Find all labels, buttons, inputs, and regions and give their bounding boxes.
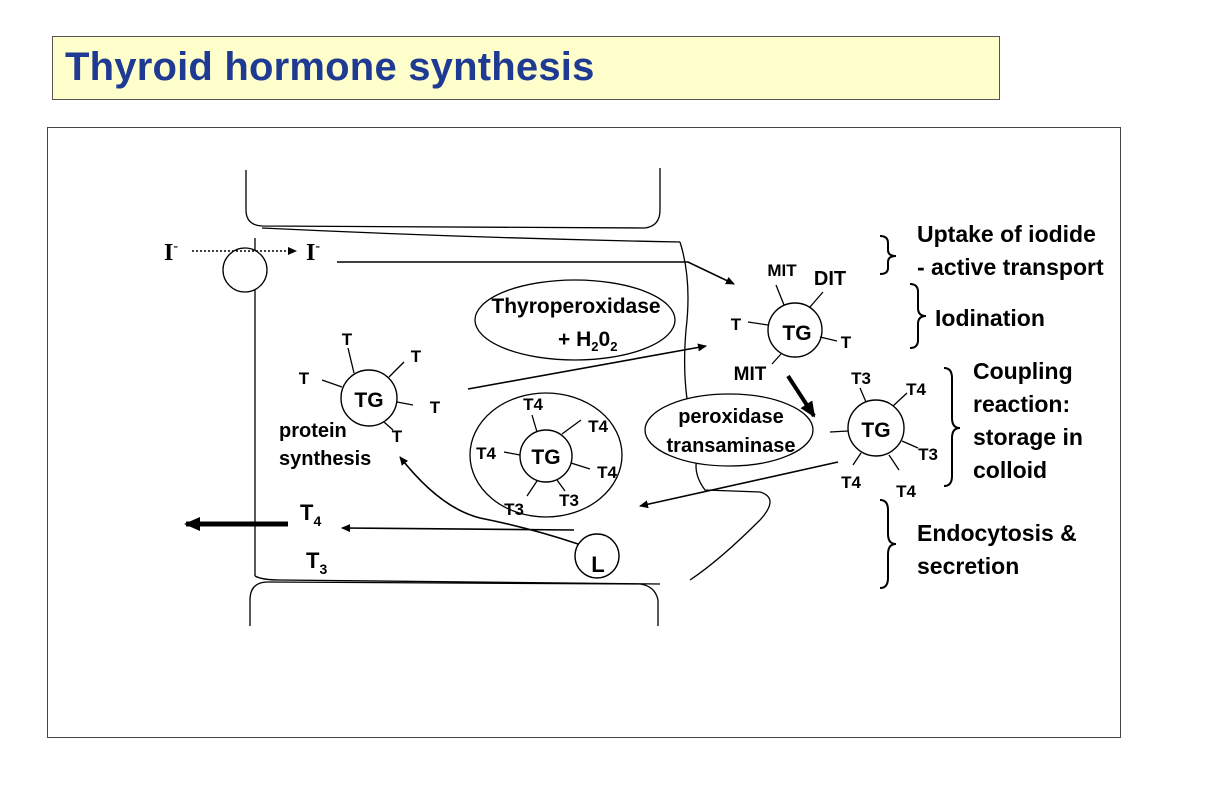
protein-synthesis-label-1: protein	[279, 420, 347, 442]
svg-text:MIT: MIT	[767, 261, 797, 280]
page-title: Thyroid hormone synthesis	[65, 45, 595, 89]
t4-secreted: T4	[300, 500, 321, 529]
endocytosis-step-label-1: Endocytosis &	[917, 520, 1077, 546]
iodination-step-label: Iodination	[935, 305, 1045, 331]
svg-text:T4: T4	[588, 417, 608, 436]
protein-synthesis-label-2: synthesis	[279, 448, 371, 470]
svg-text:T: T	[411, 347, 422, 366]
step-braces	[879, 235, 961, 589]
svg-text:T: T	[841, 333, 852, 352]
svg-text:T: T	[430, 398, 441, 417]
svg-text:DIT: DIT	[814, 268, 846, 290]
iodide-outside: I-	[164, 239, 178, 266]
uptake-step-label-1: Uptake of iodide	[917, 221, 1096, 247]
svg-text:T: T	[342, 330, 353, 349]
endocytosis-step-label-2: secretion	[917, 553, 1019, 579]
title-box: Thyroid hormone synthesis	[52, 36, 1000, 100]
svg-text:T: T	[392, 427, 403, 446]
transaminase-label: transaminase	[667, 435, 796, 457]
iodide-transporter	[222, 247, 268, 293]
svg-text:T4: T4	[896, 482, 916, 501]
svg-text:TG: TG	[861, 419, 890, 442]
svg-text:T4: T4	[906, 380, 926, 399]
endocytosis-arrow	[639, 461, 839, 509]
recycle-arrow	[399, 456, 579, 545]
lysosome	[574, 533, 620, 579]
iodide-inside: I-	[306, 239, 320, 266]
svg-text:T4: T4	[841, 473, 861, 492]
coupling-step-label-4: colloid	[973, 457, 1047, 483]
coupling-step-label-3: storage in	[973, 424, 1083, 450]
svg-text:T: T	[731, 315, 742, 334]
tg-protein-synthesis: TG T T T T T	[299, 330, 441, 446]
svg-text:T: T	[299, 369, 310, 388]
coupling-arrow	[786, 374, 816, 418]
tg-colloid: TG T4 T4 T4 T4 T3 T3	[476, 395, 617, 519]
peroxidase-label: peroxidase	[678, 406, 784, 428]
svg-text:TG: TG	[531, 446, 560, 469]
svg-text:MIT: MIT	[734, 364, 767, 385]
thyroperoxidase-label: Thyroperoxidase	[491, 295, 660, 318]
peroxidase-ellipse	[644, 393, 814, 467]
coupling-step-label-2: reaction:	[973, 391, 1070, 417]
svg-text:T4: T4	[523, 395, 543, 414]
svg-text:T3: T3	[918, 445, 938, 464]
h2o2-label: + H202	[558, 328, 617, 354]
svg-text:T4: T4	[476, 444, 496, 463]
tg-iodinated: TG MIT DIT T T MIT	[731, 261, 852, 385]
svg-text:T4: T4	[597, 463, 617, 482]
cell-outline	[245, 168, 771, 626]
lysosome-label: L	[591, 552, 604, 577]
iodide-to-tg-arrow	[337, 261, 735, 285]
coupling-step-label-1: Coupling	[973, 358, 1073, 384]
tg-to-iodination-arrow	[467, 343, 707, 390]
release-arrow	[341, 524, 575, 533]
t3-secreted: T3	[306, 548, 327, 577]
svg-text:T3: T3	[559, 491, 579, 510]
svg-text:TG: TG	[354, 389, 383, 412]
svg-text:T3: T3	[851, 369, 871, 388]
thyroperoxidase-ellipse	[474, 279, 676, 361]
svg-text:T3: T3	[504, 500, 524, 519]
uptake-step-label-2: - active transport	[917, 254, 1104, 280]
tg-coupled: TG T3 T4 T3 T4 T4	[829, 369, 938, 501]
svg-text:TG: TG	[782, 322, 811, 345]
